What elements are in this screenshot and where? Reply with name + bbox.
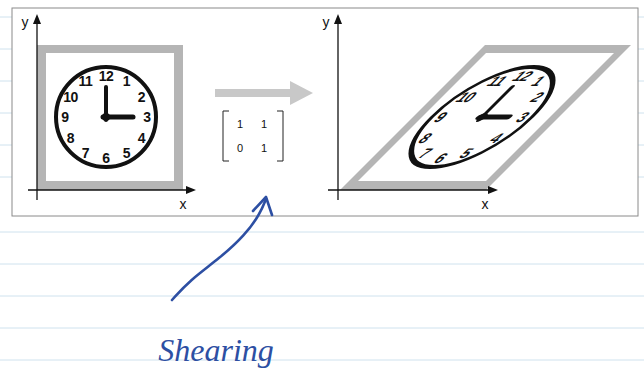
clock-number: 10 [63,90,78,104]
matrix-bracket [223,111,229,161]
arrow-stroke [172,199,266,300]
clock-number: 12 [99,69,114,83]
axis-label: y [323,15,330,29]
figure-frame [12,8,638,216]
clock-number: 5 [123,146,130,160]
clock-number: 3 [143,110,150,124]
clock-number: 1 [123,74,130,88]
matrix-entry: 1 [261,143,267,154]
square-inner [46,53,174,181]
arrow-head [253,197,272,215]
clock-number: 9 [61,110,68,124]
sheared-inner [358,53,614,181]
axis-label: x [482,197,489,211]
matrix-entry: 1 [261,119,267,130]
sheared-border [340,45,631,190]
clock-number: 4 [138,131,145,145]
clock-rim [382,67,582,167]
handwritten-arrow [172,197,272,300]
axis-label: y [22,15,29,29]
clock-rim [56,67,156,167]
matrix-bracket [277,111,283,161]
clock-number: 2 [138,90,145,104]
clock-number: 7 [82,146,89,160]
handwritten-note: Shearing [158,334,274,366]
square-border [37,45,183,190]
clock-number: 8 [67,131,74,145]
clock-pivot [474,113,490,121]
clock-pivot [102,113,110,121]
clock-number: 6 [102,151,109,165]
transform-arrowhead [290,81,313,105]
axis-label: x [180,197,187,211]
clock-number: 11 [79,74,93,88]
matrix-entry: 0 [237,143,243,154]
clock-face: 12 12 3 45678 9 1011 [54,65,158,169]
left-axes [28,14,196,200]
matrix-entry: 1 [237,119,243,130]
transform-arrow [215,89,292,97]
